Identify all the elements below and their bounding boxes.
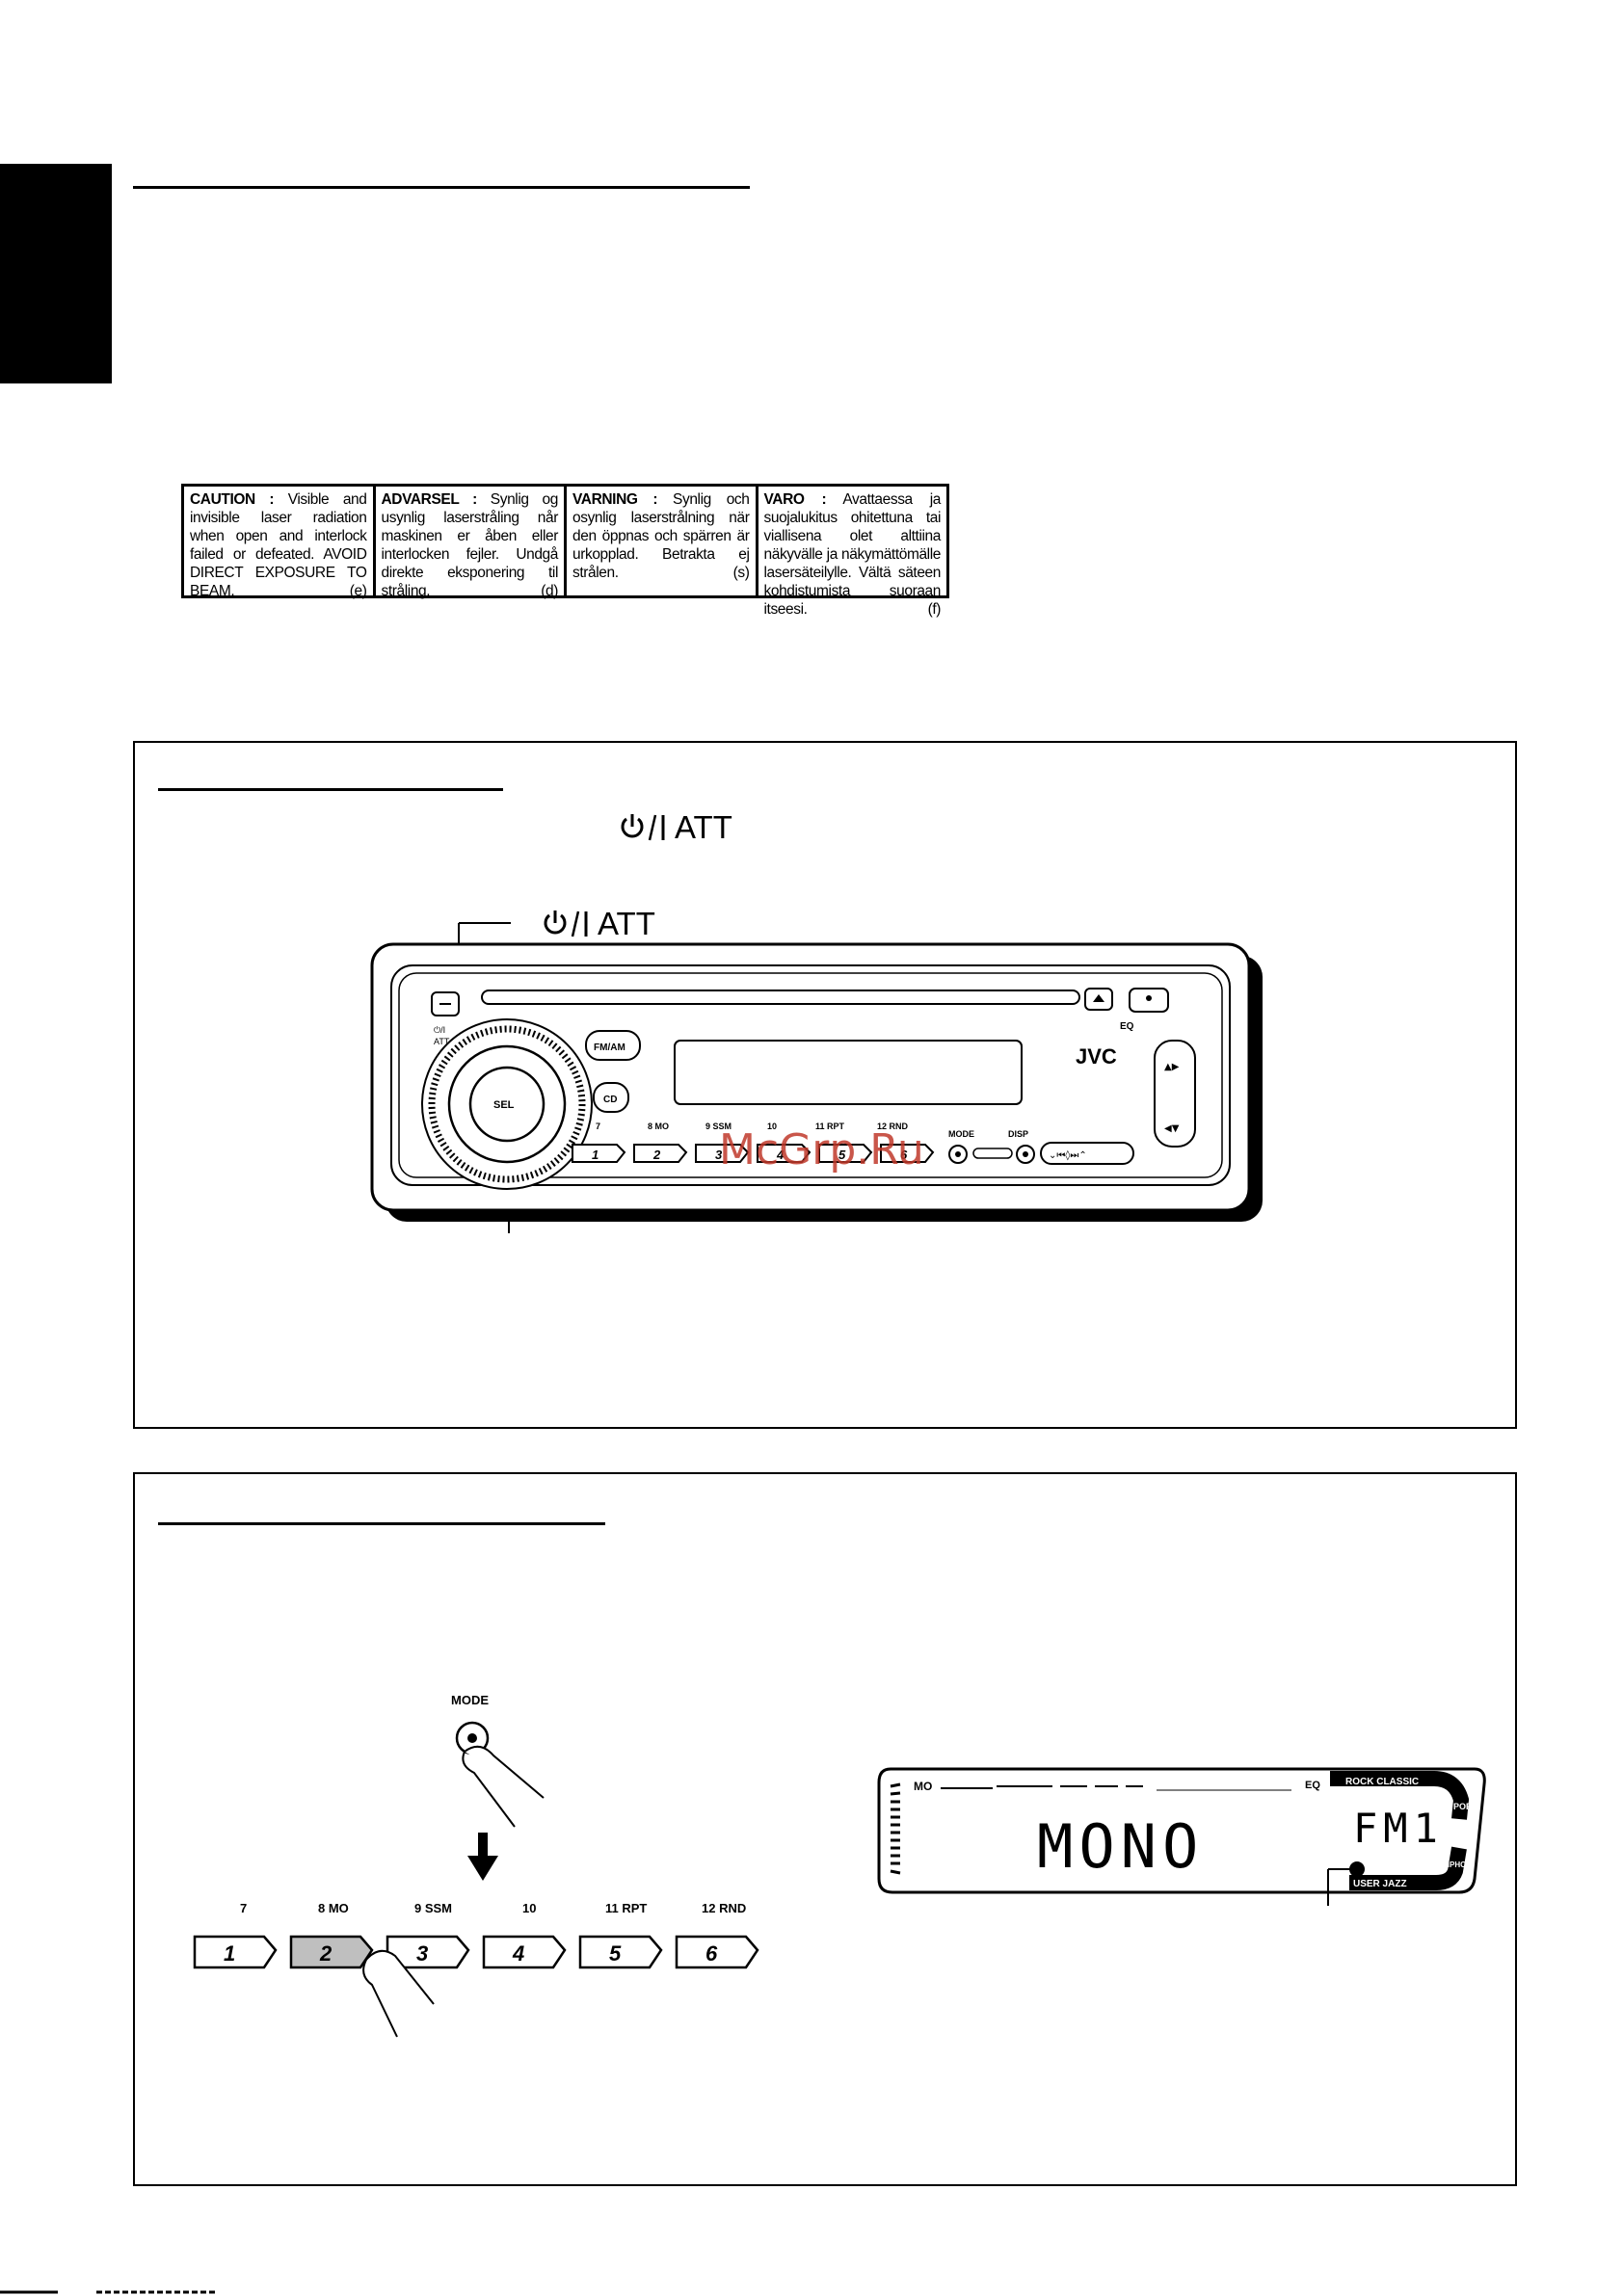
preset-button-5[interactable] xyxy=(818,1144,873,1163)
preset-button-4[interactable] xyxy=(757,1144,812,1163)
svg-text:JVC: JVC xyxy=(1076,1044,1117,1069)
car-stereo-illustration: ⏻/I ATT EQ SEL FM/AM CD JVC ▲▶ ◀▼ 7 8 MO… xyxy=(370,922,1263,1233)
svg-text:1: 1 xyxy=(592,1148,599,1162)
cd-button[interactable] xyxy=(593,1082,629,1113)
preset-label-11-rpt: 11 RPT xyxy=(605,1901,648,1915)
preset-buttons-illustration: 1 2 3 4 5 6 xyxy=(193,1935,759,2038)
caution-cell-en: CAUTION : Visible and invisible laser ra… xyxy=(184,487,376,599)
preset-label-12-rnd: 12 RND xyxy=(702,1901,747,1915)
svg-text:5: 5 xyxy=(838,1148,846,1162)
svg-text:3: 3 xyxy=(416,1941,428,1966)
svg-text:2: 2 xyxy=(652,1148,661,1162)
preset-button-1[interactable] xyxy=(572,1144,626,1163)
svg-text:MONO: MONO xyxy=(1037,1811,1204,1882)
section2-heading-rule xyxy=(158,1522,605,1525)
svg-text:4: 4 xyxy=(512,1941,524,1966)
svg-text:9 SSM: 9 SSM xyxy=(705,1122,732,1131)
preset-label-7: 7 xyxy=(240,1901,248,1915)
mode-label: MODE xyxy=(451,1693,489,1707)
sel-knob[interactable] xyxy=(468,1066,545,1143)
svg-text:SEL: SEL xyxy=(493,1099,515,1111)
svg-text:USER JAZZ: USER JAZZ xyxy=(1353,1879,1407,1889)
preset-button-6[interactable] xyxy=(675,1935,759,1969)
svg-text:ROCK CLASSIC: ROCK CLASSIC xyxy=(1345,1777,1419,1787)
svg-text:EQ: EQ xyxy=(1120,1021,1134,1032)
caution-cell-fi: VARO : Avattaessa ja suojalukitus ohitet… xyxy=(763,491,942,618)
laser-caution-label: CAUTION : Visible and invisible laser ra… xyxy=(181,484,949,618)
preset-label-8-mo: 8 MO xyxy=(318,1901,349,1915)
svg-text:6: 6 xyxy=(900,1148,908,1162)
svg-text:12 RND: 12 RND xyxy=(877,1122,909,1131)
watermark-text: McGrp.Ru xyxy=(719,1125,924,1174)
svg-text:6: 6 xyxy=(705,1941,718,1966)
power-att-text: ATT xyxy=(617,809,732,846)
svg-text:⏻/I: ⏻/I xyxy=(434,1025,445,1035)
preset-button-2[interactable] xyxy=(633,1144,688,1163)
svg-text:FM1: FM1 xyxy=(1353,1805,1444,1852)
track-search-button[interactable] xyxy=(1040,1142,1134,1165)
svg-text:10: 10 xyxy=(767,1122,777,1131)
language-tab xyxy=(0,164,112,383)
svg-text:POPS: POPS xyxy=(1453,1802,1477,1811)
caution-cell-sv: VARNING : Synlig och osynlig laserstråln… xyxy=(567,487,758,595)
svg-text:CD: CD xyxy=(603,1095,617,1105)
svg-text:7: 7 xyxy=(596,1122,600,1131)
svg-text:4: 4 xyxy=(776,1148,785,1162)
arrow-buttons[interactable] xyxy=(1154,1040,1196,1148)
power-icon xyxy=(544,910,588,937)
svg-text:EQ: EQ xyxy=(1305,1780,1320,1791)
svg-text:1: 1 xyxy=(224,1941,235,1966)
svg-text:HIPHOP: HIPHOP xyxy=(1442,1861,1472,1869)
arrow-down-icon xyxy=(467,1833,498,1881)
lcd-display-illustration: MO EQ ROCK CLASSIC POPS USER JAZZ HIPHOP… xyxy=(877,1767,1486,1906)
svg-text:3: 3 xyxy=(715,1148,723,1162)
preset-label-10: 10 xyxy=(522,1901,537,1915)
mode-press-illustration xyxy=(455,1721,545,1828)
preset-button-4[interactable] xyxy=(482,1935,567,1969)
preset-button-5[interactable] xyxy=(578,1935,663,1969)
svg-text:▲▶: ▲▶ xyxy=(1164,1062,1180,1072)
svg-text:2: 2 xyxy=(319,1941,333,1966)
display-window xyxy=(674,1040,1023,1105)
svg-text:ATT: ATT xyxy=(434,1037,450,1046)
preset-button-1[interactable] xyxy=(193,1935,278,1969)
preset-button-3[interactable] xyxy=(695,1144,750,1163)
svg-text:5: 5 xyxy=(609,1941,622,1966)
section-power-panel xyxy=(133,741,1517,1429)
caution-cell-da: ADVARSEL : Synlig og usynlig laserstråli… xyxy=(376,487,567,599)
section-mono-panel xyxy=(133,1472,1517,2186)
svg-text:◀▼: ◀▼ xyxy=(1164,1123,1180,1134)
section1-heading-rule xyxy=(158,788,503,791)
svg-text:FM/AM: FM/AM xyxy=(594,1042,625,1053)
svg-text:8 MO: 8 MO xyxy=(648,1122,669,1131)
svg-text:DISP: DISP xyxy=(1008,1129,1028,1139)
svg-text:⌄⏮◊⏭⌃: ⌄⏮◊⏭⌃ xyxy=(1049,1149,1087,1161)
svg-text:11 RPT: 11 RPT xyxy=(815,1122,845,1131)
svg-text:MO: MO xyxy=(914,1780,932,1793)
heading-rule xyxy=(133,186,750,189)
preset-button-6[interactable] xyxy=(880,1144,935,1163)
fmam-button[interactable] xyxy=(585,1030,641,1061)
power-att-callout: ATT xyxy=(540,906,655,942)
power-icon xyxy=(621,814,665,841)
svg-text:MODE: MODE xyxy=(948,1129,974,1139)
page-footer-mark xyxy=(0,2290,218,2294)
preset-label-9-ssm: 9 SSM xyxy=(414,1901,453,1915)
